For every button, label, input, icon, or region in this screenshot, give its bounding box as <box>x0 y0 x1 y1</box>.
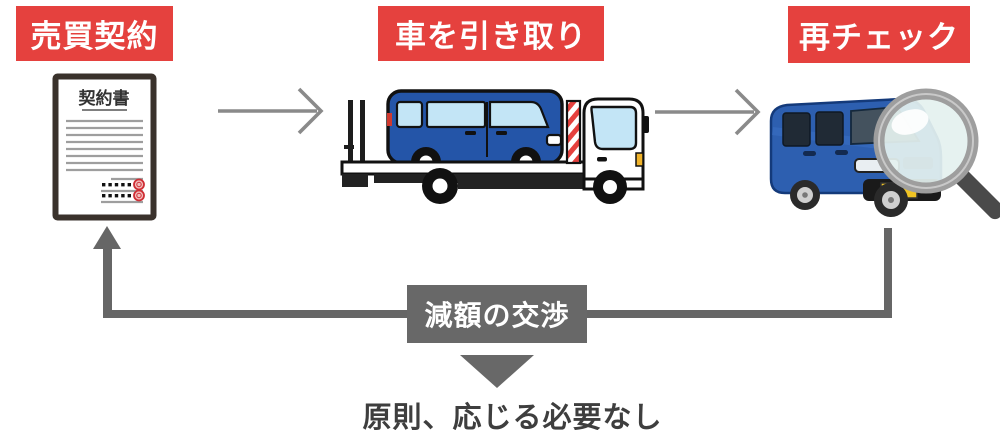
tow-truck-icon <box>338 83 660 207</box>
step-label-car-pickup: 車を引き取り <box>378 6 604 61</box>
negotiation-label-text: 減額の交渉 <box>424 300 570 331</box>
flow-arrow-right-icon <box>652 87 767 137</box>
step-label-text: 車を引き取り <box>395 19 587 54</box>
contract-document-icon: 契約書 <box>52 73 157 221</box>
contract-title-text: 契約書 <box>78 88 130 108</box>
step-label-recheck: 再チェック <box>788 6 970 63</box>
flow-arrow-right-icon <box>215 86 330 136</box>
loop-line-right-vertical <box>884 228 892 318</box>
step-label-sales-contract: 売買契約 <box>16 6 173 61</box>
magnifying-glass-icon <box>873 88 1000 220</box>
triangle-down-icon <box>460 355 534 388</box>
carried-van <box>386 89 564 177</box>
car-magnifier-icon <box>763 83 1000 225</box>
conclusion-text: 原則、応じる必要なし <box>362 402 663 430</box>
negotiation-label-box: 減額の交渉 <box>407 285 587 343</box>
hanko-stamp-icon <box>133 178 145 202</box>
step-label-text: 売買契約 <box>30 19 159 54</box>
loop-arrowhead-up-icon <box>93 226 121 249</box>
loop-line-left-vertical <box>103 246 112 314</box>
signature-dots <box>102 183 131 198</box>
step-label-text: 再チェック <box>799 20 959 55</box>
